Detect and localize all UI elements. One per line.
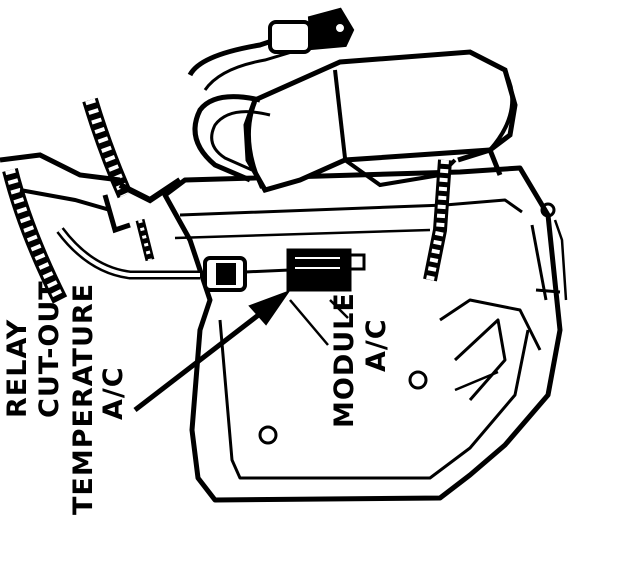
- hose-fitting: [268, 7, 355, 54]
- harness-connector: [203, 256, 291, 292]
- refrigerant-line: [187, 27, 306, 183]
- module-label-line-1: A/C: [361, 318, 392, 372]
- relay-pointer-arrow: [133, 289, 291, 412]
- drain-hose: [423, 146, 503, 282]
- relay-label-line-3: CUT-OUT: [34, 280, 65, 418]
- module-leader-line: [289, 299, 349, 346]
- relay-callout-label: A/C TEMPERATURE CUT-OUT RELAY: [2, 280, 129, 515]
- module-label-line-2: MODULE: [329, 292, 360, 428]
- module-callout-label: A/C MODULE: [329, 292, 392, 428]
- ac-module-block: [286, 248, 366, 292]
- relay-label-line-2: TEMPERATURE: [68, 283, 99, 515]
- evaporator-housing: [162, 165, 568, 503]
- relay-label-line-4: RELAY: [2, 319, 33, 418]
- wiring-loom: [0, 97, 200, 304]
- relay-label-line-1: A/C: [98, 366, 129, 420]
